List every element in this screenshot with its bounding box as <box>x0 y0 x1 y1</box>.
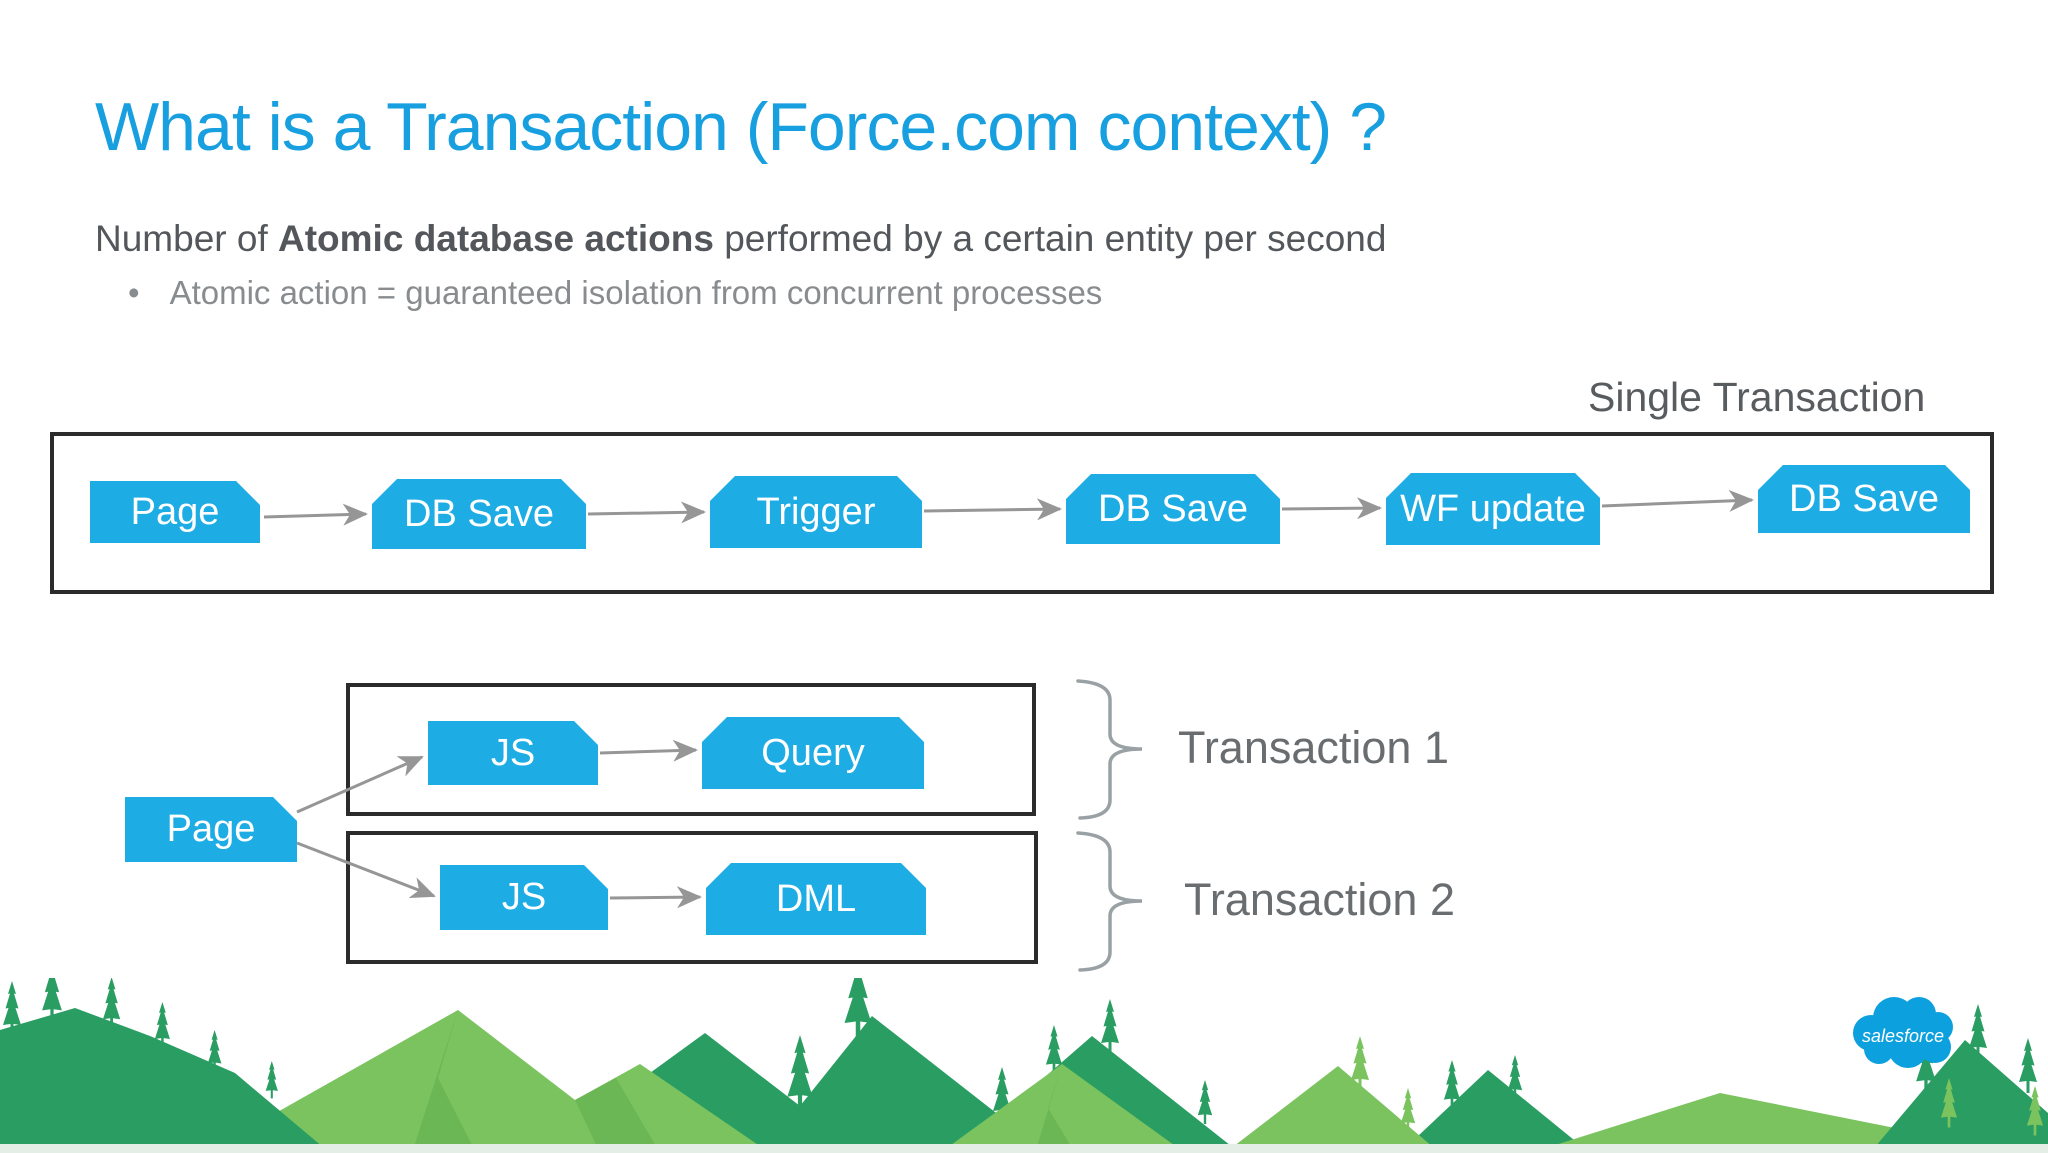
salesforce-logo: salesforce <box>1853 997 1953 1068</box>
subtitle-bold: Atomic database actions <box>278 218 714 259</box>
transaction2-frame <box>346 831 1038 964</box>
subtitle-prefix: Number of <box>95 218 279 259</box>
mountains-dark-front <box>0 978 2048 1153</box>
salesforce-logo-text: salesforce <box>1862 1026 1944 1046</box>
process-box-js-1: JS <box>428 721 598 785</box>
bullet-marker-icon: • <box>128 274 140 311</box>
process-box-trigger: Trigger <box>710 476 922 548</box>
transaction1-label: Transaction 1 <box>1178 722 1449 773</box>
mountains-light <box>205 1010 2048 1153</box>
single-transaction-frame <box>50 432 1994 594</box>
bullet-item: • Atomic action = guaranteed isolation f… <box>128 274 1102 312</box>
transaction2-label: Transaction 2 <box>1184 874 1455 925</box>
footer-bottom-strip <box>0 1144 2048 1153</box>
bullet-text: Atomic action = guaranteed isolation fro… <box>169 274 1103 311</box>
process-box-db-save-3: DB Save <box>1758 465 1970 533</box>
transaction1-frame <box>346 683 1036 816</box>
subtitle-suffix: performed by a certain entity per second <box>713 218 1387 259</box>
brace-icon <box>1076 679 1143 820</box>
brace-icon <box>1076 831 1143 972</box>
process-box-query: Query <box>702 717 924 789</box>
process-box-wf-update: WF update <box>1386 473 1600 545</box>
slide-title: What is a Transaction (Force.com context… <box>95 89 1387 165</box>
process-box-page-source: Page <box>125 797 297 862</box>
process-box-js-2: JS <box>440 865 608 930</box>
process-box-db-save-1: DB Save <box>372 479 586 549</box>
slide-subtitle: Number of Atomic database actions perfor… <box>95 218 1386 260</box>
single-transaction-label: Single Transaction <box>1588 374 1926 420</box>
footer-landscape: salesforce <box>0 978 2048 1153</box>
process-box-db-save-2: DB Save <box>1066 474 1280 544</box>
process-box-page: Page <box>90 481 260 543</box>
process-box-dml: DML <box>706 863 926 935</box>
